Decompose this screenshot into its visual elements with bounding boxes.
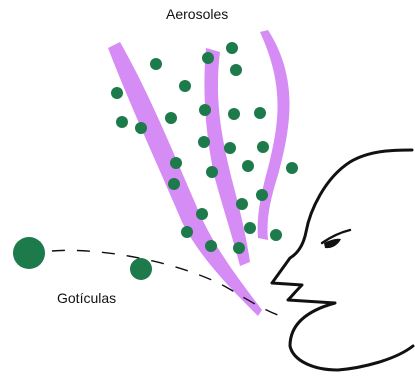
aerosol-particle xyxy=(206,166,218,178)
aerosol-particle xyxy=(244,222,256,234)
aerosol-particle xyxy=(170,157,182,169)
aerosol-particle xyxy=(181,226,193,238)
aerosol-particle xyxy=(202,52,214,64)
aerosol-particle xyxy=(242,160,254,172)
aerosol-particle xyxy=(224,142,236,154)
aerosol-particle xyxy=(230,64,242,76)
aerosol-particle xyxy=(286,162,298,174)
aerosol-particle xyxy=(150,58,162,70)
aerosol-particle xyxy=(135,122,147,134)
aerosols-label: Aerosoles xyxy=(166,6,228,22)
aerosol-particle xyxy=(111,87,123,99)
aerosol-particles xyxy=(111,42,298,254)
aerosol-particle xyxy=(198,136,210,148)
head-icon xyxy=(272,150,413,370)
aerosol-plume-icon xyxy=(204,48,250,266)
aerosol-particle xyxy=(257,141,269,153)
droplet-icon xyxy=(13,237,45,269)
aerosol-particle xyxy=(226,42,238,54)
aerosol-particle xyxy=(205,240,217,252)
aerosol-particle xyxy=(179,80,191,92)
droplets-label: Gotículas xyxy=(57,290,116,306)
aerosol-particle xyxy=(233,242,245,254)
droplet-icon xyxy=(130,258,152,280)
aerosol-plume-icon xyxy=(258,30,290,240)
aerosol-particle xyxy=(165,112,177,124)
aerosol-particle xyxy=(254,107,266,119)
aerosol-particle xyxy=(196,208,208,220)
aerosol-particle xyxy=(270,229,282,241)
aerosol-particle xyxy=(168,178,180,190)
aerosol-particle xyxy=(199,104,211,116)
aerosol-particle xyxy=(228,108,240,120)
aerosol-particle xyxy=(256,189,268,201)
aerosol-particle xyxy=(116,116,128,128)
aerosol-particle xyxy=(236,198,248,210)
